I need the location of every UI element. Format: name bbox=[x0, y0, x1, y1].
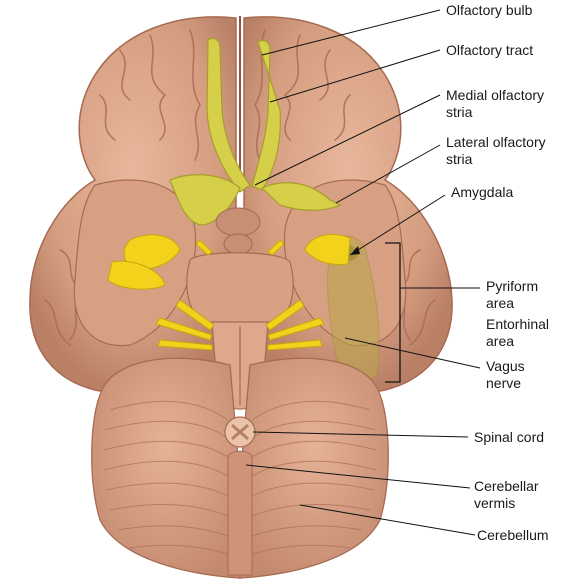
label-pyriform-area-line2: area bbox=[486, 295, 515, 311]
label-cerebellar-vermis-line2: vermis bbox=[474, 495, 516, 511]
pyriform-bracket bbox=[385, 242, 401, 383]
label-vagus-nerve-line2: nerve bbox=[486, 375, 522, 391]
label-entorhinal-area: Entorhinal area bbox=[486, 316, 549, 350]
label-pyriform-area-line1: Pyriform bbox=[486, 278, 539, 294]
label-medial-olfactory-stria: Medial olfactory stria bbox=[446, 87, 544, 121]
label-amygdala: Amygdala bbox=[451, 184, 514, 200]
olfactory-system bbox=[169, 37, 342, 226]
amygdala-arrow bbox=[350, 246, 360, 255]
spinal-cord-section bbox=[224, 416, 256, 448]
label-lateral-olfactory-stria-line1: Lateral olfactory bbox=[446, 134, 546, 150]
leader-lines bbox=[245, 9, 481, 536]
label-cerebellum: Cerebellum bbox=[477, 527, 549, 543]
label-pyriform-area: Pyriform area bbox=[486, 278, 538, 312]
label-olfactory-bulb: Olfactory bulb bbox=[446, 2, 533, 18]
optic-region bbox=[215, 207, 261, 255]
label-vagus-nerve-line1: Vagus bbox=[486, 358, 525, 374]
cerebellum-shape bbox=[91, 357, 389, 579]
label-medial-olfactory-stria-line1: Medial olfactory bbox=[446, 87, 545, 103]
label-cerebellar-vermis: Cerebellar vermis bbox=[474, 478, 539, 512]
label-entorhinal-area-line2: area bbox=[486, 333, 515, 349]
label-lateral-olfactory-stria-line2: stria bbox=[446, 151, 473, 167]
label-cerebellar-vermis-line1: Cerebellar bbox=[474, 478, 539, 494]
label-entorhinal-area-line1: Entorhinal bbox=[486, 316, 550, 332]
label-medial-olfactory-stria-line2: stria bbox=[446, 104, 473, 120]
label-olfactory-tract: Olfactory tract bbox=[446, 42, 534, 58]
label-lateral-olfactory-stria: Lateral olfactory stria bbox=[446, 134, 546, 168]
label-spinal-cord: Spinal cord bbox=[474, 429, 545, 445]
label-vagus-nerve: Vagus nerve bbox=[486, 358, 525, 392]
